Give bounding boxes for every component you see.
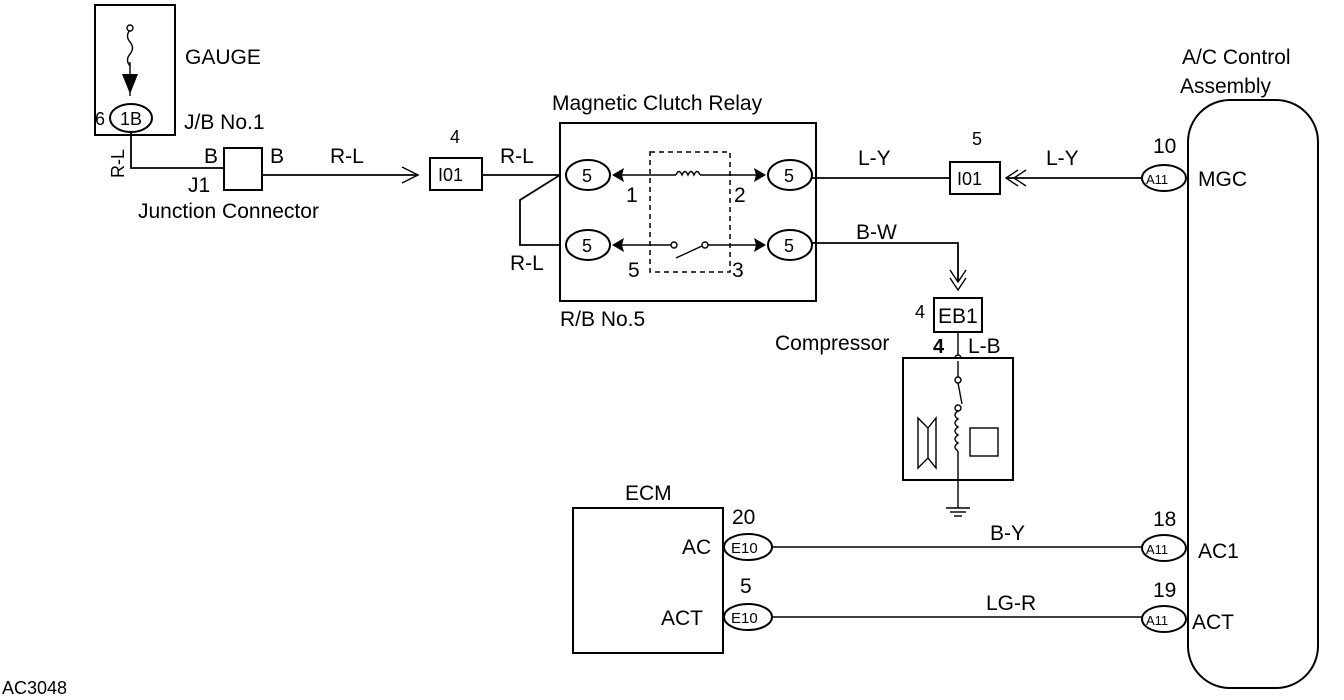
ecm-box	[572, 507, 724, 654]
rb-label: R/B No.5	[560, 308, 645, 331]
compressor-pin: 4	[933, 336, 945, 358]
i01-left-pin: 4	[450, 127, 460, 147]
jb-connector-label: 1B	[120, 109, 142, 129]
mgc-connector: A11	[1146, 172, 1168, 187]
junction-box	[223, 147, 263, 191]
compressor-arrow-icon	[949, 269, 967, 284]
wire-gauge-out	[130, 132, 224, 169]
junction-connector: B B J1 Junction Connector	[138, 145, 319, 223]
relay-box	[559, 122, 817, 302]
junction-right-pin: B	[270, 145, 284, 168]
ecm: ECM AC ACT 20 5 E10 E10	[572, 482, 773, 654]
eb1-label: EB1	[938, 305, 978, 328]
compressor-label: Compressor	[775, 332, 889, 355]
relay-pin-2-label: 5	[784, 166, 794, 186]
gauge-label: GAUGE	[185, 46, 261, 69]
ac-control-label-2: Assembly	[1180, 75, 1272, 98]
relay-internal-box	[649, 151, 731, 273]
i01-right-connector: 5 I01	[949, 129, 1001, 195]
relay-terminal-2: 2	[734, 184, 746, 207]
act-label: ACT	[1192, 611, 1234, 634]
ac1-pin: 18	[1153, 508, 1176, 531]
relay-pin-5-label: 5	[582, 236, 592, 256]
jb-connector: 6 1B J/B No.1	[95, 103, 265, 134]
wire-label-act: LG-R	[986, 592, 1036, 615]
ac-control-box	[1187, 99, 1319, 689]
relay-terminal-3: 3	[732, 259, 744, 282]
relay-terminal-1: 1	[626, 184, 638, 207]
wire-label-i01-to-relay: R-L	[500, 145, 534, 168]
gauge-fuse-icon	[126, 29, 134, 67]
relay-switch-icon	[675, 245, 703, 259]
i01-right-label: I01	[957, 169, 982, 189]
i01-left-label: I01	[438, 165, 463, 185]
compressor-core-icon	[969, 427, 999, 457]
compressor-switch-icon	[957, 382, 963, 405]
ecm-act-pin: 5	[740, 575, 752, 598]
mgc-label: MGC	[1198, 168, 1247, 191]
ac-control-label-1: A/C Control	[1182, 46, 1291, 69]
magnetic-clutch-relay: Magnetic Clutch Relay R/B No.5 5 5 5 5 1…	[552, 92, 817, 331]
relay-pin-3-label: 5	[784, 236, 794, 256]
jb-pin: 6	[95, 109, 105, 129]
j1-label: J1	[188, 174, 210, 197]
junction-left-pin: B	[204, 145, 218, 168]
wire-relay-to-compressor	[812, 242, 959, 282]
ecm-label: ECM	[625, 482, 672, 505]
wire-relay-loop	[519, 174, 561, 246]
figure-code: AC3048	[2, 678, 67, 698]
ac1-label: AC1	[1198, 540, 1239, 563]
wire-label-relay-to-i01: L-Y	[858, 147, 891, 170]
relay-title: Magnetic Clutch Relay	[552, 92, 763, 115]
eb1-connector: 4 EB1	[915, 297, 983, 333]
wire-label-ac: B-Y	[990, 522, 1025, 545]
act-connector: A11	[1146, 613, 1168, 628]
ac1-connector: A11	[1146, 542, 1168, 557]
ecm-ac-label: AC	[682, 536, 711, 559]
ecm-ac-connector: E10	[731, 540, 758, 557]
wire-label-relay-loop: R-L	[510, 252, 544, 275]
wire-label-i01-to-mgc: L-Y	[1046, 147, 1079, 170]
ecm-ac-pin: 20	[732, 506, 755, 529]
ecm-act-label: ACT	[661, 607, 703, 630]
eb1-pin: 4	[915, 302, 925, 322]
relay-pin-1-label: 5	[582, 166, 592, 186]
compressor-coil-icon	[954, 410, 960, 452]
ac-control-assembly: A/C Control Assembly 10 A11 MGC 18 A11 A…	[1141, 46, 1319, 689]
wire-label-to-i01: R-L	[330, 145, 364, 168]
i01-left-connector: 4 I01	[429, 127, 483, 191]
ecm-act-connector: E10	[731, 610, 758, 627]
relay-terminal-5: 5	[628, 259, 640, 282]
i01-right-pin: 5	[972, 129, 982, 149]
junction-connector-label: Junction Connector	[138, 200, 319, 223]
wire-arrow-icon	[401, 166, 420, 184]
relay-coil-icon	[675, 170, 701, 177]
act-pin: 19	[1153, 579, 1176, 602]
wire-label-relay-to-compressor: B-W	[856, 221, 897, 244]
wire-label-gauge-out: R-L	[108, 149, 128, 178]
compressor: Compressor 4 L-B	[775, 332, 1014, 517]
wire-label-compressor-in: L-B	[968, 335, 1001, 358]
mgc-pin: 10	[1153, 135, 1176, 158]
jb-label: J/B No.1	[184, 111, 265, 134]
